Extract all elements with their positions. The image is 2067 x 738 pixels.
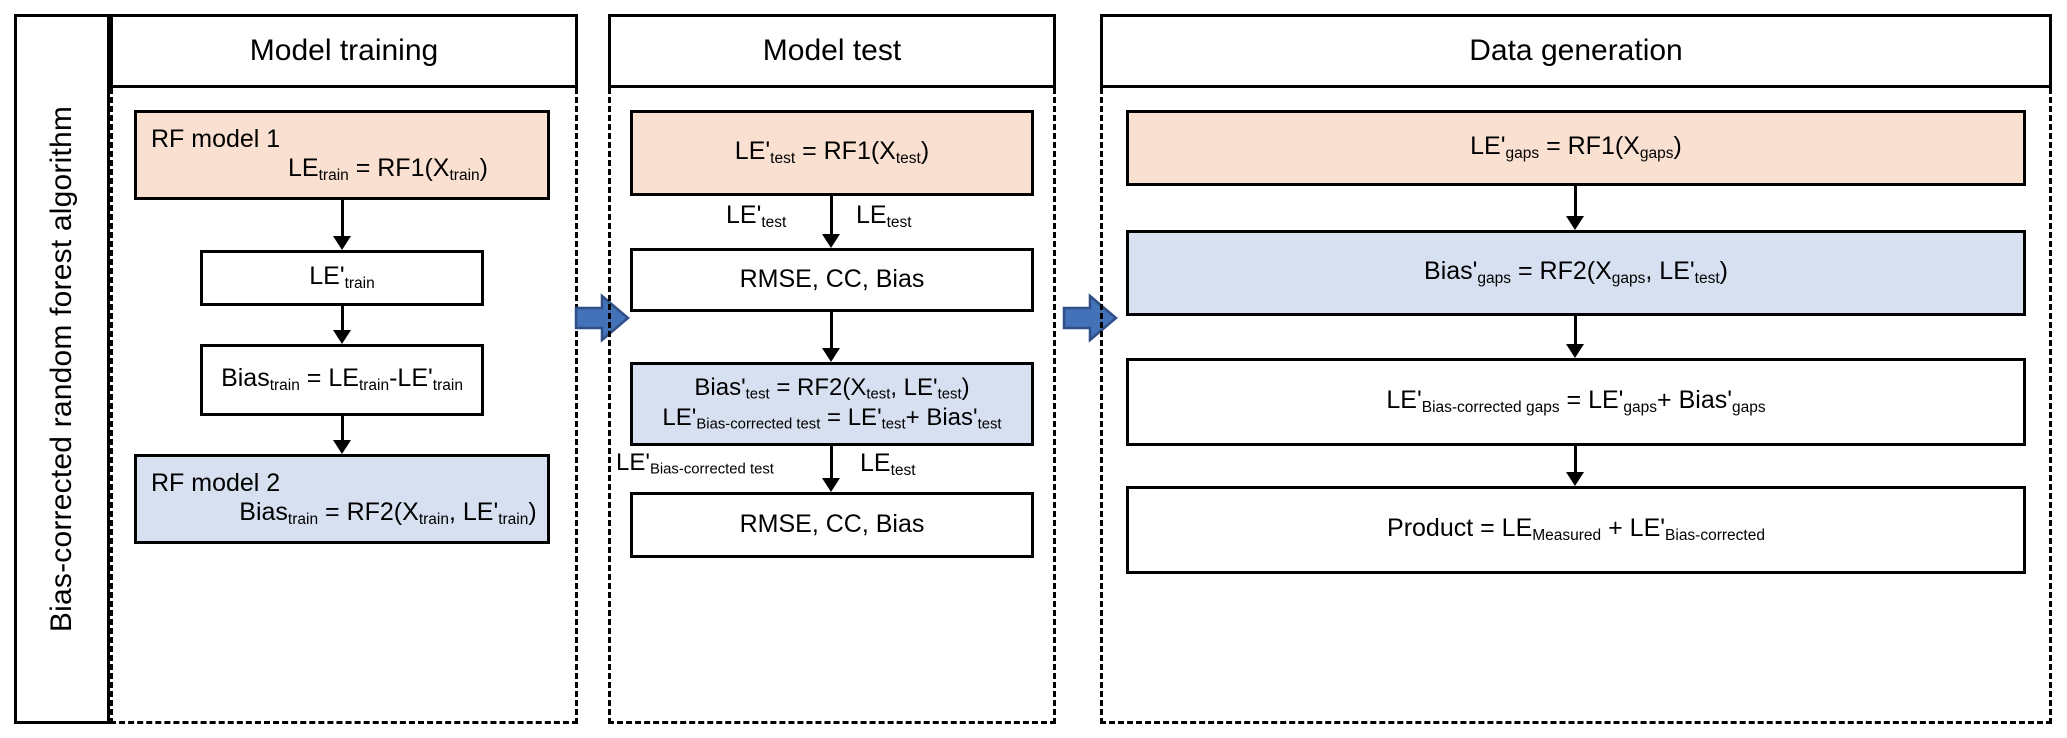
rf-model-1-formula: LEtrain = RF1(Xtrain) xyxy=(288,154,488,185)
rf-model-2-title: RF model 2 xyxy=(151,468,281,497)
bias-train-formula: Biastrain = LEtrain-LE'train xyxy=(221,364,463,395)
stage-body-test xyxy=(608,88,1056,724)
arrow-head-leprimetest-to-metrics xyxy=(822,234,840,248)
arrow-metrics-to-biasprime xyxy=(830,312,833,354)
le-prime-test-node: LE'test = RF1(Xtest) xyxy=(630,110,1034,196)
product-formula: Product = LEMeasured + LE'Bias-corrected xyxy=(1387,514,1765,545)
edge-label-le-prime-test: LE'test xyxy=(726,201,787,231)
bias-prime-gaps-formula: Bias'gaps = RF2(Xgaps, LE'test) xyxy=(1424,257,1728,288)
stage-title-training: Model training xyxy=(249,34,439,67)
arrow-leprime-to-bias xyxy=(341,306,344,336)
le-prime-gaps-node: LE'gaps = RF1(Xgaps) xyxy=(1126,110,2026,186)
le-prime-test-formula: LE'test = RF1(Xtest) xyxy=(734,137,930,168)
arrow-head-leprimegaps-to-biasgaps xyxy=(1566,216,1584,230)
stage-title-box-gaps: Data generation xyxy=(1100,14,2052,88)
bias-train-node: Biastrain = LEtrain-LE'train xyxy=(200,344,484,416)
stage-arrow-test-to-gaps xyxy=(1062,293,1118,343)
rf-model-2-node: RF model 2 Biastrain = RF2(Xtrain, LE'tr… xyxy=(134,454,550,544)
stage-model-training: Model training RF model 1 LEtrain = RF1(… xyxy=(110,14,578,724)
stage-title-box-test: Model test xyxy=(608,14,1056,88)
arrow-leprimetest-to-metrics xyxy=(830,196,833,240)
arrow-head-metrics-to-biasprime xyxy=(822,348,840,362)
arrow-head-rf1-to-leprime xyxy=(333,236,351,250)
edge-label-le-test: LEtest xyxy=(856,201,912,231)
arrow-head-lebcgaps-to-product xyxy=(1566,472,1584,486)
arrow-leprimegaps-to-biasgaps xyxy=(1574,186,1577,222)
rf-model-2-formula: Biastrain = RF2(Xtrain, LE'train) xyxy=(239,498,537,529)
arrow-head-bias-to-rf2 xyxy=(333,440,351,454)
metrics-corrected-label: RMSE, CC, Bias xyxy=(739,510,925,539)
le-prime-gaps-formula: LE'gaps = RF1(Xgaps) xyxy=(1470,132,1682,163)
metrics-test-node: RMSE, CC, Bias xyxy=(630,248,1034,312)
arrow-lebcgaps-to-product xyxy=(1574,446,1577,478)
stage-body-gaps xyxy=(1100,88,2052,724)
arrow-biasprime-to-metrics2 xyxy=(830,446,833,484)
le-prime-train-label: LE'train xyxy=(309,262,375,293)
metrics-test-label: RMSE, CC, Bias xyxy=(739,265,925,294)
stage-arrow-training-to-test xyxy=(574,293,630,343)
stage-title-gaps: Data generation xyxy=(1469,34,1683,67)
algorithm-label-text: Bias-corrected random forest algorithm xyxy=(45,105,79,633)
arrow-head-biasprime-to-metrics2 xyxy=(822,478,840,492)
stage-body-training xyxy=(110,88,578,724)
le-bias-corrected-gaps-formula: LE'Bias-corrected gaps = LE'gaps+ Bias'g… xyxy=(1386,386,1766,417)
le-bias-corrected-test-formula: LE'Bias-corrected test = LE'test+ Bias't… xyxy=(662,404,1002,433)
arrow-biasgaps-to-lebcgaps xyxy=(1574,316,1577,350)
le-prime-train-node: LE'train xyxy=(200,250,484,306)
algorithm-label-box: Bias-corrected random forest algorithm xyxy=(14,14,110,724)
stage-data-generation: Data generation LE'gaps = RF1(Xgaps) Bia… xyxy=(1100,14,2052,724)
product-node: Product = LEMeasured + LE'Bias-corrected xyxy=(1126,486,2026,574)
arrow-rf1-to-leprime xyxy=(341,200,344,242)
rf-model-1-node: RF model 1 LEtrain = RF1(Xtrain) xyxy=(134,110,550,200)
arrow-head-biasgaps-to-lebcgaps xyxy=(1566,344,1584,358)
bias-prime-test-formula: Bias'test = RF2(Xtest, LE'test) xyxy=(694,373,970,403)
metrics-corrected-node: RMSE, CC, Bias xyxy=(630,492,1034,558)
le-bias-corrected-gaps-node: LE'Bias-corrected gaps = LE'gaps+ Bias'g… xyxy=(1126,358,2026,446)
arrow-head-leprime-to-bias xyxy=(333,330,351,344)
bias-prime-gaps-node: Bias'gaps = RF2(Xgaps, LE'test) xyxy=(1126,230,2026,316)
edge-label-le-test-2: LEtest xyxy=(860,449,916,479)
stage-model-test: Model test LE'test = RF1(Xtest) LE'test … xyxy=(608,14,1056,724)
stage-title-test: Model test xyxy=(762,34,902,67)
arrow-bias-to-rf2 xyxy=(341,416,344,446)
stage-title-box-training: Model training xyxy=(110,14,578,88)
edge-label-le-prime-bias-corrected-test: LE'Bias-corrected test xyxy=(616,449,774,478)
bias-prime-test-node: Bias'test = RF2(Xtest, LE'test) LE'Bias-… xyxy=(630,362,1034,446)
rf-model-1-title: RF model 1 xyxy=(151,124,281,153)
